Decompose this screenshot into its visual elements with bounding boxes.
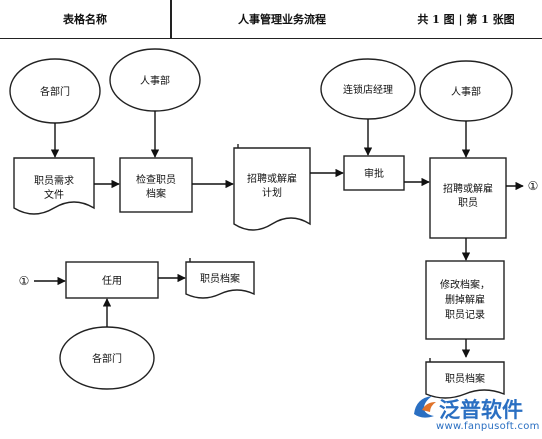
plan-label-1: 招聘或解雇	[247, 172, 297, 185]
approve-label: 审批	[364, 167, 384, 180]
diagram-header: 表格名称 人事管理业务流程 共 1 图 | 第 1 张图	[0, 0, 542, 39]
approve-box	[343, 155, 405, 191]
req-doc-shape	[13, 157, 95, 215]
fanpusoft-brand: 泛普软件	[439, 398, 523, 422]
connector-out-label: ①	[528, 179, 539, 193]
header-divider	[170, 0, 172, 38]
check-label-2: 档案	[146, 187, 166, 200]
dept-top-label: 各部门	[40, 85, 70, 98]
staff-file-left-label: 职员档案	[200, 272, 240, 285]
form-name-label: 表格名称	[63, 13, 107, 26]
staff-file-right-shape	[425, 361, 505, 399]
chain-manager-label: 连锁店经理	[343, 83, 393, 96]
hr-top-right-label: 人事部	[451, 85, 481, 98]
page-info: 共 1 图 | 第 1 张图	[417, 13, 515, 26]
plan-doc-shape	[233, 147, 311, 231]
fanpusoft-watermark: 泛普软件 www.fanpusoft.com	[410, 392, 540, 437]
hire-fire-label-2: 职员	[458, 197, 478, 209]
check-label-1: 检查职员	[136, 173, 176, 186]
modify-label-2: 删掉解雇	[445, 293, 485, 306]
connector-in-label: ①	[19, 274, 30, 288]
check-box	[119, 157, 193, 213]
hire-fire-box	[429, 157, 507, 239]
modify-box	[425, 260, 505, 340]
process-title: 人事管理业务流程	[238, 13, 326, 26]
req-doc-label-1: 职员需求	[34, 175, 74, 187]
hire-fire-label-1: 招聘或解雇	[443, 182, 493, 195]
modify-label-3: 职员记录	[445, 309, 485, 321]
fanpusoft-url: www.fanpusoft.com	[436, 421, 540, 432]
req-doc-label-2: 文件	[44, 188, 64, 201]
appoint-box	[65, 261, 159, 299]
dept-bottom-label: 各部门	[92, 352, 122, 365]
appoint-label: 任用	[102, 274, 122, 287]
fanpusoft-logo-icon	[414, 396, 436, 418]
staff-file-left-shape	[185, 261, 255, 299]
modify-label-1: 修改档案，	[440, 278, 490, 291]
staff-file-right-label: 职员档案	[445, 372, 485, 385]
plan-label-2: 计划	[262, 186, 282, 199]
hr-top-left-label: 人事部	[140, 74, 170, 87]
